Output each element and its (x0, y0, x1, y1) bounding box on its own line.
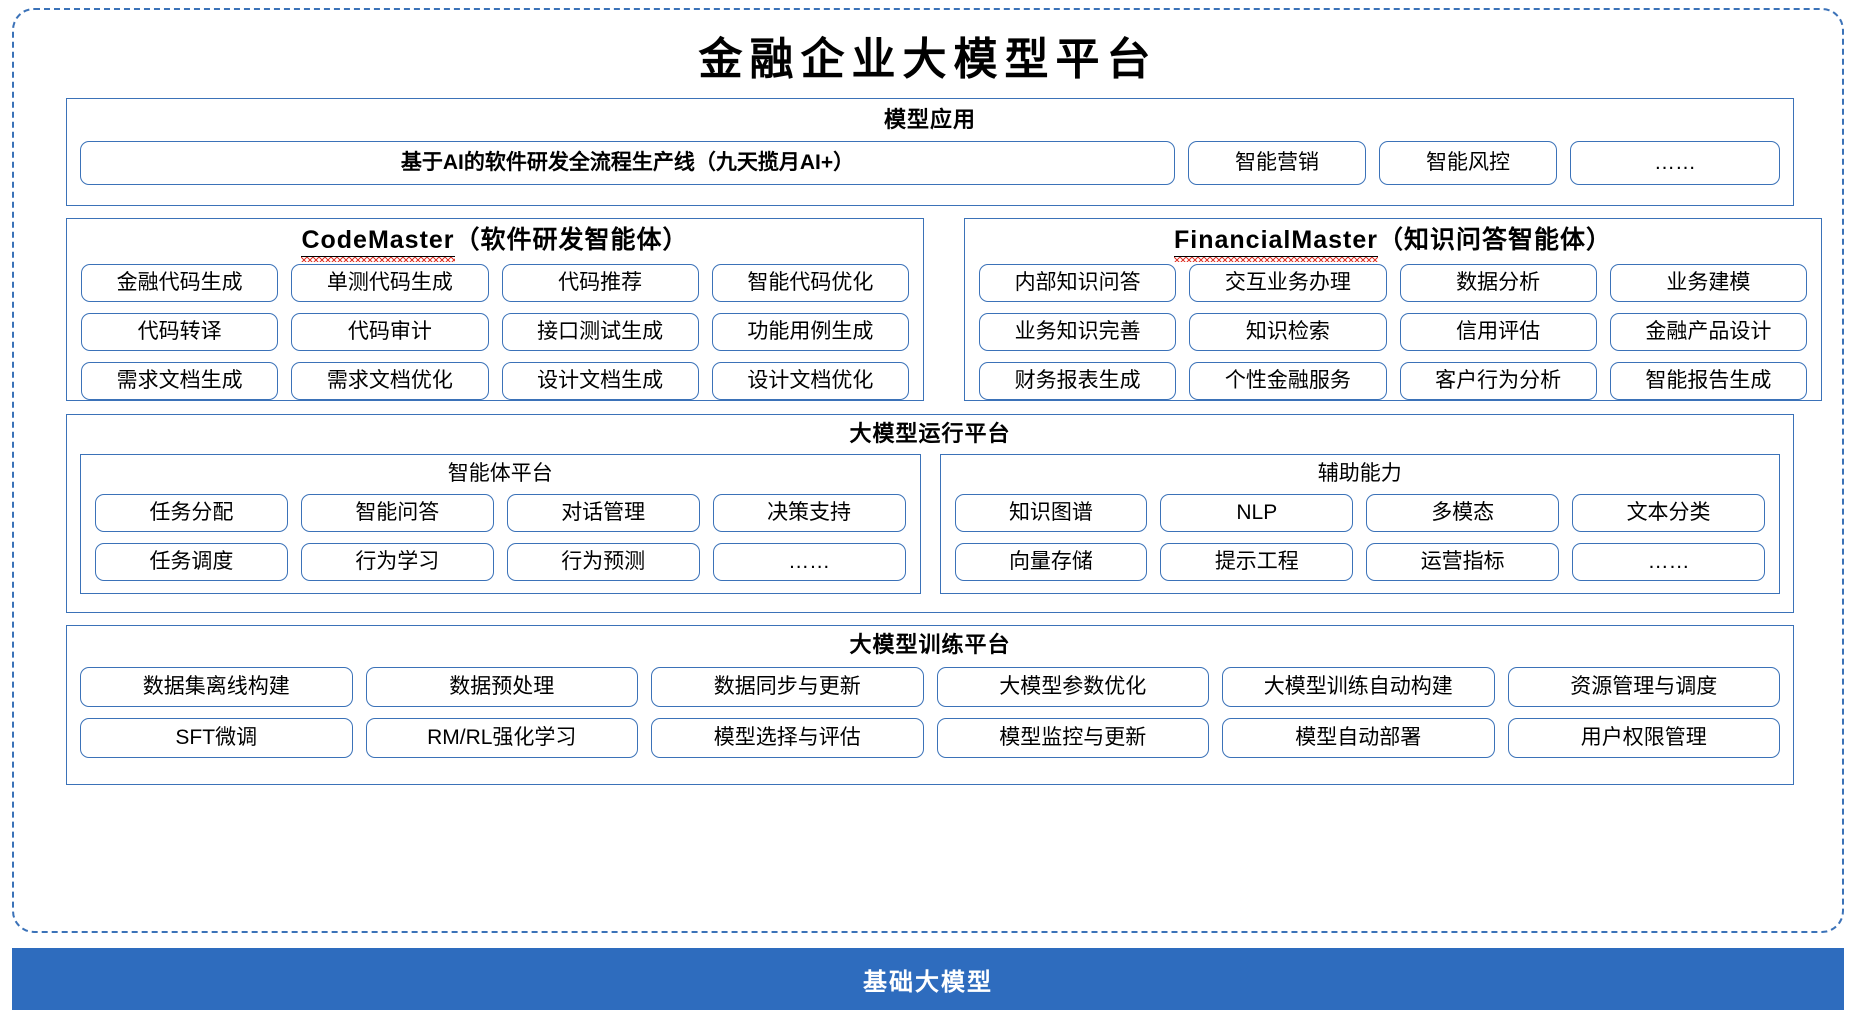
codemaster-subtitle: （软件研发智能体） (454, 226, 689, 254)
tile-task-scheduling[interactable]: 任务调度 (95, 542, 288, 581)
tile-training-auto-construction[interactable]: 大模型训练自动构建 (1222, 667, 1495, 708)
tile-design-doc-optimization[interactable]: 设计文档优化 (711, 362, 909, 400)
tile-ai-software-production-line[interactable]: 基于AI的软件研发全流程生产线（九天揽月AI+） (80, 141, 1175, 186)
tile-internal-knowledge-qa[interactable]: 内部知识问答 (979, 264, 1177, 302)
tile-dataset-offline-construction[interactable]: 数据集离线构建 (80, 667, 353, 708)
model-applications-row: 基于AI的软件研发全流程生产线（九天揽月AI+） 智能营销 智能风控 …… (80, 141, 1780, 186)
tile-user-permission-management[interactable]: 用户权限管理 (1507, 718, 1780, 759)
codemaster-row-3: 需求文档生成 需求文档优化 设计文档生成 设计文档优化 (81, 362, 909, 400)
tile-smart-marketing[interactable]: 智能营销 (1188, 141, 1366, 186)
agent-platform-tile-grid: 任务分配 智能问答 对话管理 决策支持 任务调度 行为学习 行为预测 …… (95, 493, 906, 581)
section-title-model-applications: 模型应用 (883, 107, 976, 132)
runtime-columns: 智能体平台 任务分配 智能问答 对话管理 决策支持 任务调度 行为学习 行为预测 (80, 454, 1780, 594)
section-model-training-platform: 大模型训练平台 数据集离线构建 数据预处理 数据同步与更新 大模型参数优化 大模… (66, 625, 1794, 785)
tile-dialogue-management[interactable]: 对话管理 (506, 493, 700, 532)
tile-nlp[interactable]: NLP (1160, 493, 1354, 532)
tile-interactive-business-handling[interactable]: 交互业务办理 (1189, 264, 1387, 302)
financialmaster-name-misspelled: FinancialMaster (1174, 225, 1378, 262)
financialmaster-tile-grid: 内部知识问答 交互业务办理 数据分析 业务建模 业务知识完善 知识检索 信用评估… (979, 264, 1807, 400)
tile-multimodal[interactable]: 多模态 (1366, 493, 1560, 532)
training-row-1: 数据集离线构建 数据预处理 数据同步与更新 大模型参数优化 大模型训练自动构建 … (80, 667, 1780, 708)
platform-outer-frame: 金融企业大模型平台 模型应用 基于AI的软件研发全流程生产线（九天揽月AI+） … (12, 8, 1844, 933)
tile-functional-case-generation[interactable]: 功能用例生成 (711, 313, 909, 351)
section-model-applications: 模型应用 基于AI的软件研发全流程生产线（九天揽月AI+） 智能营销 智能风控 … (66, 98, 1794, 206)
tile-data-sync-and-update[interactable]: 数据同步与更新 (651, 667, 924, 708)
financialmaster-row-2: 业务知识完善 知识检索 信用评估 金融产品设计 (979, 313, 1807, 351)
subpanel-title-auxiliary-capabilities: 辅助能力 (1317, 462, 1402, 486)
tile-knowledge-graph[interactable]: 知识图谱 (954, 493, 1148, 532)
tile-vector-storage[interactable]: 向量存储 (954, 542, 1148, 581)
tile-unit-test-code-generation[interactable]: 单测代码生成 (291, 264, 489, 302)
tile-smart-risk-control[interactable]: 智能风控 (1379, 141, 1557, 186)
tile-rm-rl-reinforcement-learning[interactable]: RM/RL强化学习 (365, 718, 638, 759)
tile-model-auto-deployment[interactable]: 模型自动部署 (1222, 718, 1495, 759)
section-title-financialmaster: FinancialMaster（知识问答智能体） (979, 225, 1807, 262)
codemaster-name-misspelled: CodeMaster (301, 225, 455, 262)
tile-credit-assessment[interactable]: 信用评估 (1399, 313, 1597, 351)
codemaster-row-1: 金融代码生成 单测代码生成 代码推荐 智能代码优化 (81, 264, 909, 302)
tile-requirement-doc-optimization[interactable]: 需求文档优化 (291, 362, 489, 400)
tile-text-classification[interactable]: 文本分类 (1572, 493, 1765, 532)
subpanel-title-agent-platform: 智能体平台 (447, 462, 553, 486)
tile-requirement-doc-generation[interactable]: 需求文档生成 (81, 362, 279, 400)
tile-sft-finetuning[interactable]: SFT微调 (80, 718, 353, 759)
tile-resource-management-scheduling[interactable]: 资源管理与调度 (1507, 667, 1780, 708)
tile-financial-product-design[interactable]: 金融产品设计 (1609, 313, 1807, 351)
tile-design-doc-generation[interactable]: 设计文档生成 (501, 362, 699, 400)
base-foundation-model-label: 基础大模型 (863, 968, 993, 996)
tile-code-recommendation[interactable]: 代码推荐 (501, 264, 699, 302)
tile-agent-platform-more[interactable]: …… (712, 542, 906, 581)
page-title: 金融企业大模型平台 (698, 35, 1158, 84)
tile-knowledge-retrieval[interactable]: 知识检索 (1189, 313, 1387, 351)
tile-task-allocation[interactable]: 任务分配 (95, 493, 288, 532)
tile-code-audit[interactable]: 代码审计 (291, 313, 489, 351)
tile-model-monitoring-update[interactable]: 模型监控与更新 (936, 718, 1209, 759)
tile-prompt-engineering[interactable]: 提示工程 (1160, 542, 1354, 581)
auxiliary-row-2: 向量存储 提示工程 运营指标 …… (954, 542, 1765, 581)
codemaster-row-2: 代码转译 代码审计 接口测试生成 功能用例生成 (81, 313, 909, 351)
section-title-model-training-platform: 大模型训练平台 (849, 632, 1011, 657)
tile-smart-code-optimization[interactable]: 智能代码优化 (711, 264, 909, 302)
training-row-2: SFT微调 RM/RL强化学习 模型选择与评估 模型监控与更新 模型自动部署 用… (80, 718, 1780, 759)
subpanel-agent-platform: 智能体平台 任务分配 智能问答 对话管理 决策支持 任务调度 行为学习 行为预测 (80, 454, 921, 594)
subpanel-auxiliary-capabilities: 辅助能力 知识图谱 NLP 多模态 文本分类 向量存储 提示工程 运营指标 (939, 454, 1780, 594)
base-foundation-model-bar: 基础大模型 (12, 948, 1844, 1010)
auxiliary-tile-grid: 知识图谱 NLP 多模态 文本分类 向量存储 提示工程 运营指标 …… (954, 493, 1765, 581)
tile-model-parameter-optimization[interactable]: 大模型参数优化 (936, 667, 1209, 708)
tile-auxiliary-more[interactable]: …… (1572, 542, 1765, 581)
tile-personalized-financial-service[interactable]: 个性金融服务 (1189, 362, 1387, 400)
tile-data-preprocessing[interactable]: 数据预处理 (365, 667, 638, 708)
tile-financial-statement-generation[interactable]: 财务报表生成 (979, 362, 1177, 400)
tile-code-transpilation[interactable]: 代码转译 (81, 313, 279, 351)
tile-operation-metrics[interactable]: 运营指标 (1366, 542, 1560, 581)
section-title-codemaster: CodeMaster（软件研发智能体） (81, 225, 909, 262)
financialmaster-row-3: 财务报表生成 个性金融服务 客户行为分析 智能报告生成 (979, 362, 1807, 400)
tile-business-modeling[interactable]: 业务建模 (1609, 264, 1807, 302)
section-financialmaster: FinancialMaster（知识问答智能体） 内部知识问答 交互业务办理 数… (964, 218, 1822, 401)
section-model-runtime-platform: 大模型运行平台 智能体平台 任务分配 智能问答 对话管理 决策支持 任务调度 (66, 414, 1794, 613)
tile-smart-report-generation[interactable]: 智能报告生成 (1609, 362, 1807, 400)
section-codemaster: CodeMaster（软件研发智能体） 金融代码生成 单测代码生成 代码推荐 智… (66, 218, 924, 401)
agent-platform-row-2: 任务调度 行为学习 行为预测 …… (95, 542, 906, 581)
training-tile-grid: 数据集离线构建 数据预处理 数据同步与更新 大模型参数优化 大模型训练自动构建 … (80, 667, 1780, 759)
tile-api-test-generation[interactable]: 接口测试生成 (501, 313, 699, 351)
agent-platform-row-1: 任务分配 智能问答 对话管理 决策支持 (95, 493, 906, 532)
codemaster-tile-grid: 金融代码生成 单测代码生成 代码推荐 智能代码优化 代码转译 代码审计 接口测试… (81, 264, 909, 400)
tile-customer-behavior-analysis[interactable]: 客户行为分析 (1399, 362, 1597, 400)
tile-business-knowledge-improvement[interactable]: 业务知识完善 (979, 313, 1177, 351)
tile-model-selection-evaluation[interactable]: 模型选择与评估 (651, 718, 924, 759)
financialmaster-row-1: 内部知识问答 交互业务办理 数据分析 业务建模 (979, 264, 1807, 302)
tile-apps-more[interactable]: …… (1570, 141, 1780, 186)
tile-decision-support[interactable]: 决策支持 (712, 493, 906, 532)
tile-smart-qa[interactable]: 智能问答 (300, 493, 494, 532)
tile-financial-code-generation[interactable]: 金融代码生成 (81, 264, 279, 302)
section-title-model-runtime-platform: 大模型运行平台 (849, 421, 1011, 446)
tile-behavior-learning[interactable]: 行为学习 (300, 542, 494, 581)
tile-behavior-prediction[interactable]: 行为预测 (506, 542, 700, 581)
auxiliary-row-1: 知识图谱 NLP 多模态 文本分类 (954, 493, 1765, 532)
financialmaster-subtitle: （知识问答智能体） (1377, 226, 1612, 254)
tile-data-analysis[interactable]: 数据分析 (1399, 264, 1597, 302)
